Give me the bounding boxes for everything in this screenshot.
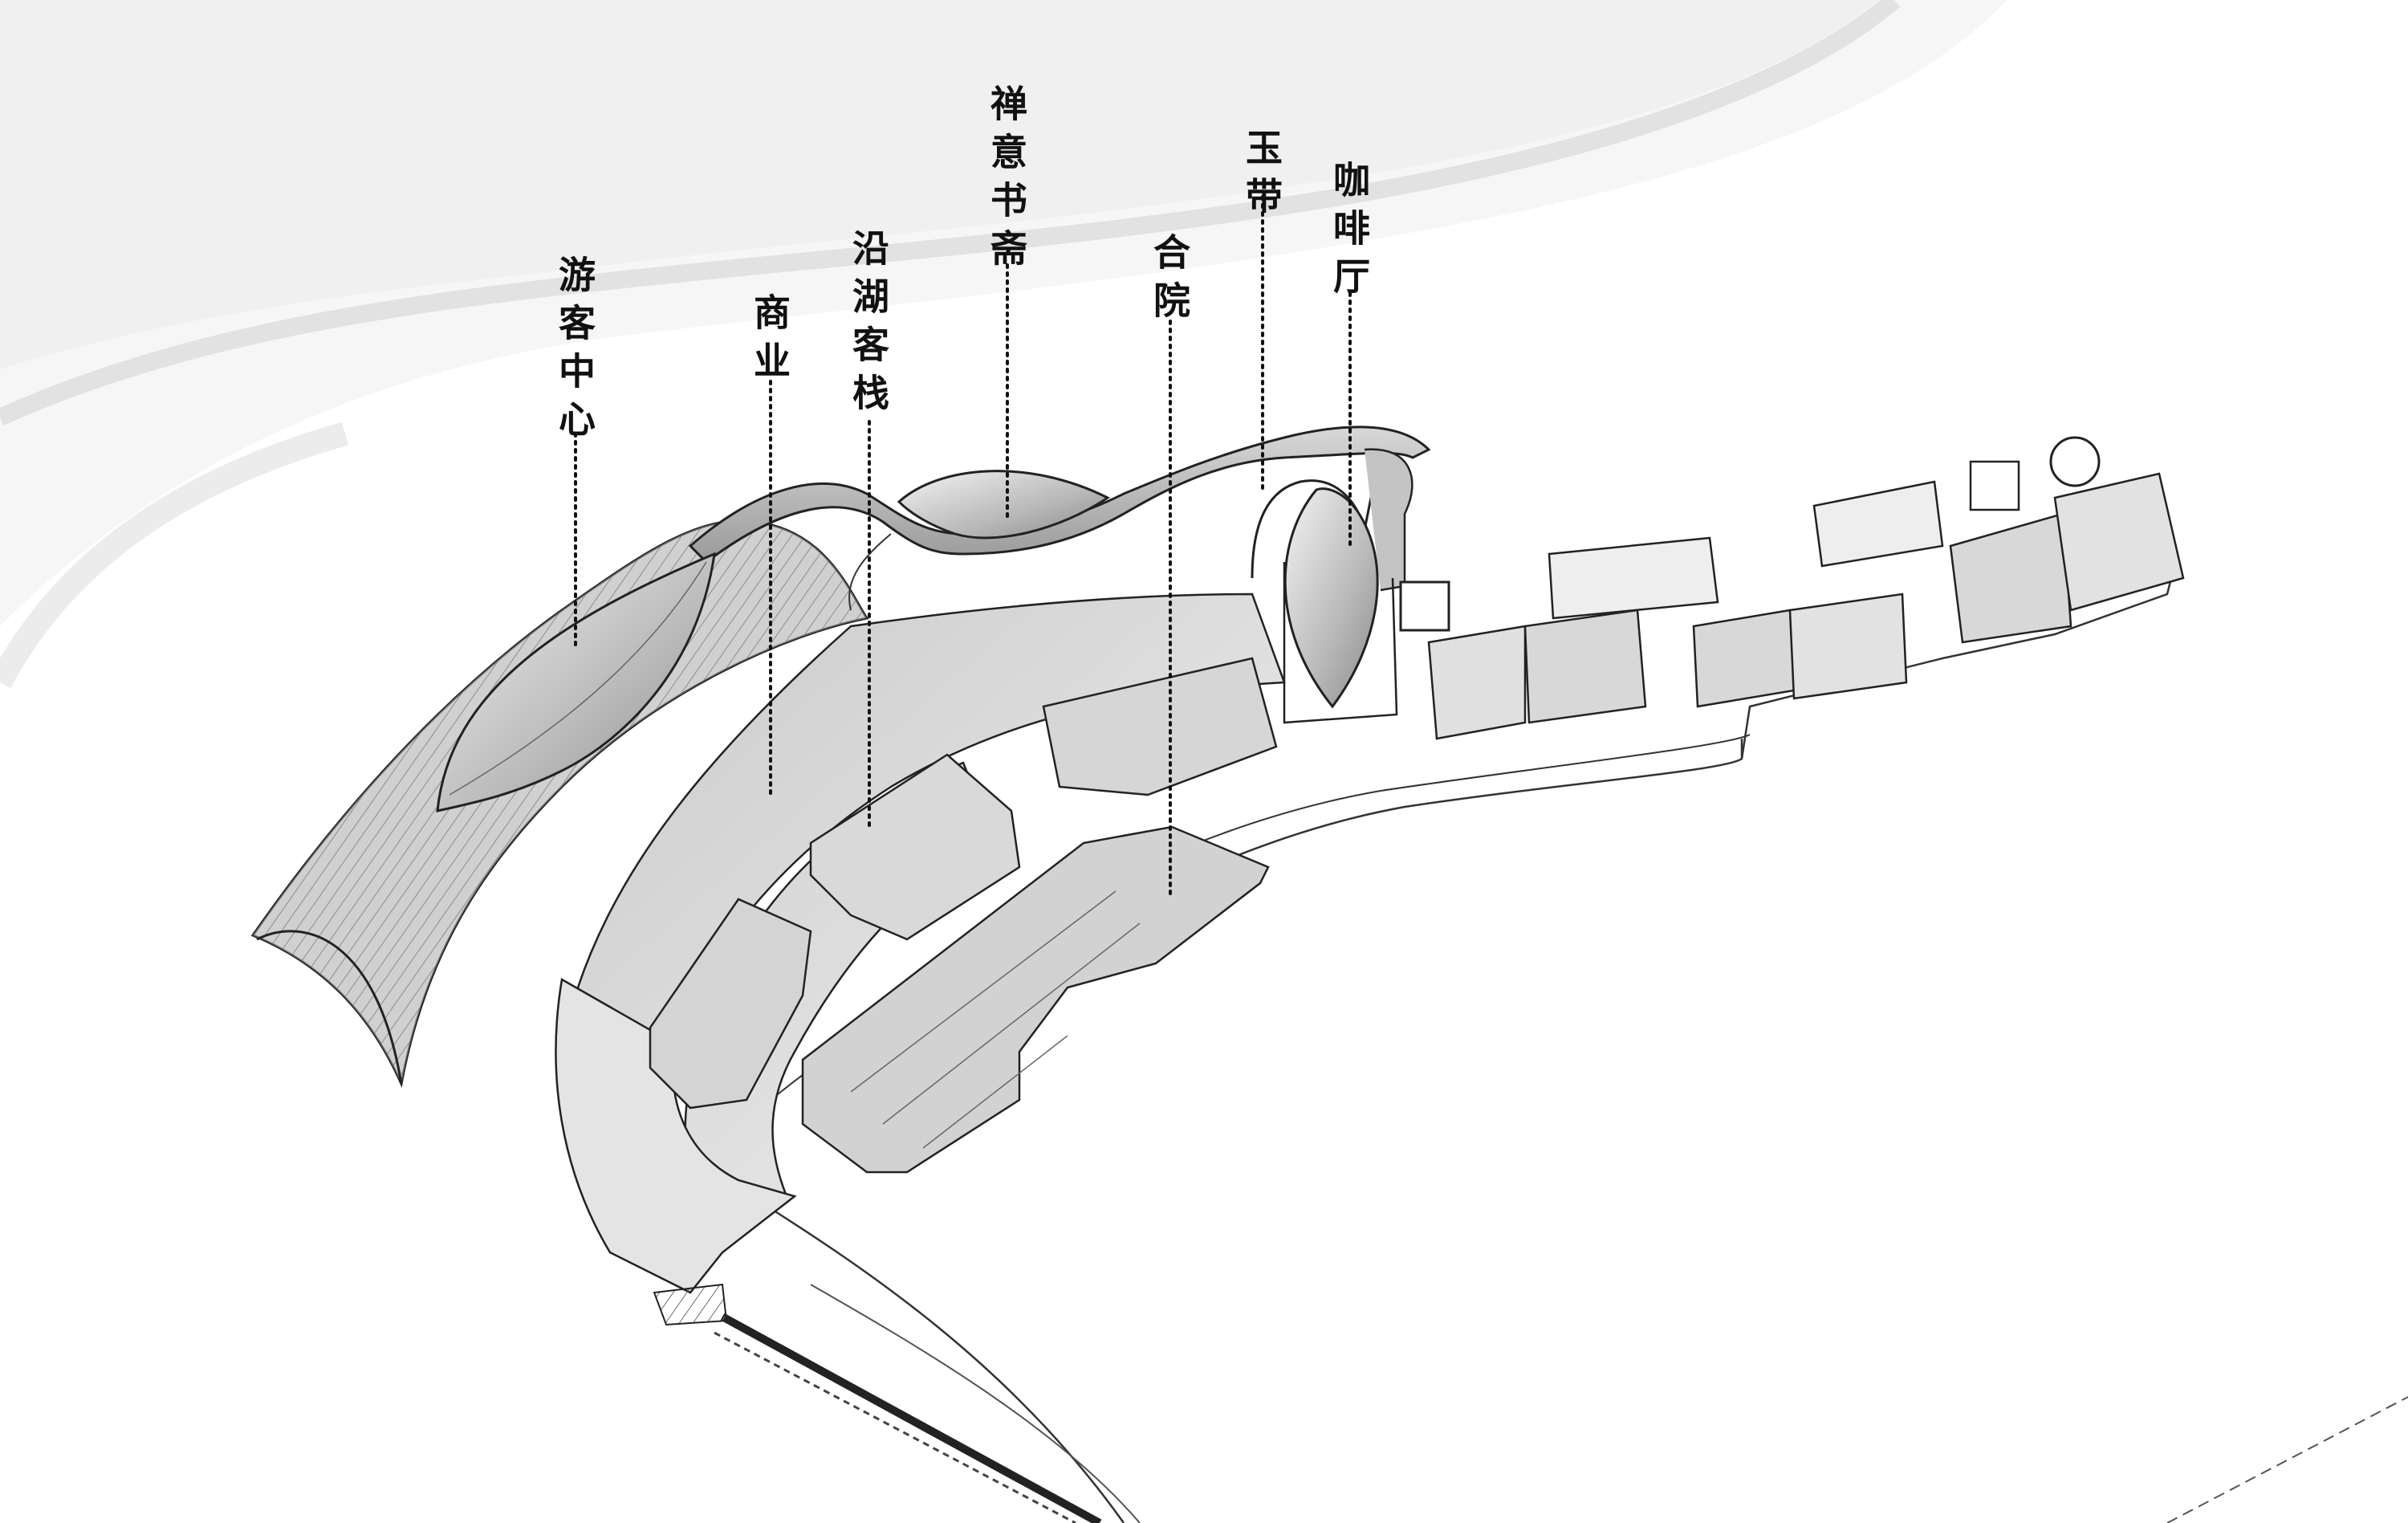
label-visitor-center: 游客中心 xyxy=(553,255,596,448)
villa-row-1 xyxy=(1427,625,1527,740)
jade-belt-band xyxy=(688,426,1431,564)
villa-tower xyxy=(1969,460,2020,511)
road-boardwalk-rail xyxy=(714,1331,1076,1523)
lake-shore-line xyxy=(0,0,1901,426)
lakeside-inn-block-3 xyxy=(1042,657,1278,796)
east-villas xyxy=(1399,436,2185,740)
visitor-center-arch xyxy=(256,930,403,1085)
jade-belt-lower xyxy=(848,533,892,611)
road-lower-edge-2 xyxy=(810,1284,1141,1523)
villa-row-4 xyxy=(1692,609,1796,708)
cafe-base xyxy=(1283,562,1398,724)
commerce-south-block xyxy=(555,978,797,1294)
villa-row-6 xyxy=(1812,480,1944,568)
east-dashed-edge xyxy=(2166,1396,2408,1523)
lake-band-upper xyxy=(0,0,1878,369)
zen-study-leaf-roof xyxy=(897,470,1110,540)
lake-shore-line-2 xyxy=(0,421,349,689)
label-commerce: 商业 xyxy=(748,293,791,389)
visitor-center-band-shade xyxy=(253,520,867,1084)
villa-round-terrace xyxy=(2049,436,2101,487)
cafe-leaf-roof xyxy=(1283,487,1379,709)
lakeside-inn-block-1 xyxy=(809,753,1021,941)
visitor-center-leaf-roof xyxy=(436,552,716,812)
leader-lines xyxy=(574,195,1352,897)
road-boardwalk xyxy=(720,1313,1102,1523)
label-cafe: 咖啡厅 xyxy=(1328,161,1371,305)
villa-row-2 xyxy=(1523,609,1647,724)
label-courtyard: 合院 xyxy=(1148,233,1191,329)
terrace-east xyxy=(1740,561,2177,759)
villa-row-8 xyxy=(2053,472,2185,612)
label-jade-belt: 玉带 xyxy=(1240,128,1283,225)
villa-row-3 xyxy=(1548,536,1719,620)
label-lakeside-inn: 沿湖客栈 xyxy=(847,229,890,421)
commerce-stair xyxy=(653,1283,728,1326)
villa-row-5 xyxy=(1788,593,1908,700)
visitor-center-leaf-rib xyxy=(449,561,707,796)
courtyard-cluster-lines xyxy=(850,890,1141,1149)
jade-belt-end xyxy=(1364,448,1413,592)
label-zen-study: 禅意书斋 xyxy=(985,84,1028,277)
villa-row-7 xyxy=(1949,512,2072,644)
villa-gate xyxy=(1399,580,1450,632)
lakeside-inn-block-2 xyxy=(649,898,812,1110)
